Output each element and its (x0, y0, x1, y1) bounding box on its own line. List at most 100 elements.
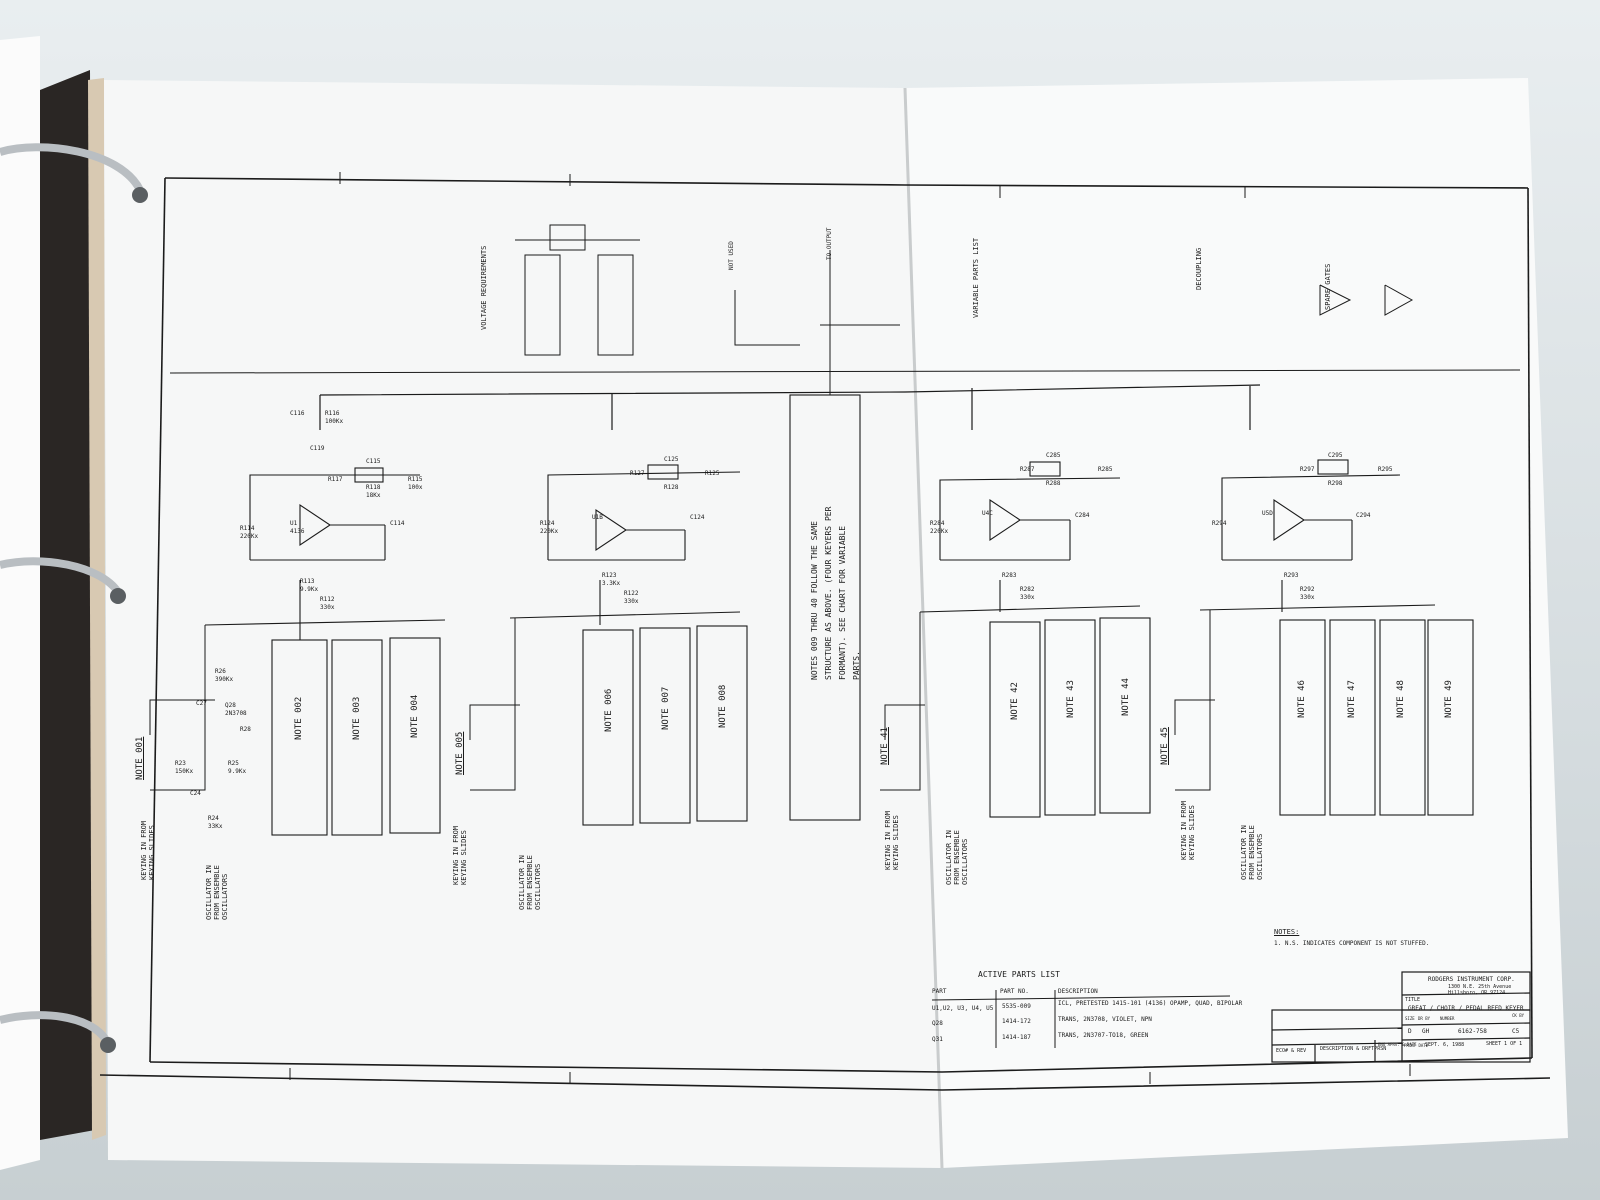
note-box-label: NOTE 43 (1066, 680, 1076, 718)
note-box-label: NOTE 003 (352, 696, 362, 740)
component-label: C24 (190, 790, 201, 797)
title-block-lines (1271, 971, 1531, 1063)
spare-gates-heading: SPARE GATES (1324, 263, 1332, 310)
title-block-date: SEPT. 6, 1988 (1425, 1042, 1465, 1048)
note-box-label: NOTE 46 (1297, 680, 1307, 718)
keyer-circuits (149, 610, 1215, 791)
component-label: C125 (664, 456, 679, 463)
active-parts-header: PART NO. (1000, 988, 1029, 995)
title-block-label: SIZE (1405, 1016, 1415, 1021)
component-label: 4136 (290, 528, 305, 535)
component-label: R122 (624, 590, 639, 597)
component-label: C285 (1046, 452, 1061, 459)
component-label: 330x (320, 604, 335, 611)
right-page (905, 78, 1568, 1168)
component-label: C124 (690, 514, 705, 521)
ring-middle (0, 557, 122, 595)
component-label: 18Kx (366, 492, 381, 499)
opamp-stage-3 (919, 461, 1141, 613)
component-label: R128 (664, 484, 679, 491)
component-label: 9.9Kx (300, 586, 319, 593)
active-parts-heading: ACTIVE PARTS LIST (978, 970, 1060, 979)
left-loose-page (0, 36, 40, 1170)
component-label: R24 (208, 815, 219, 822)
component-label: 3.3Kx (602, 580, 621, 587)
active-parts-cell: ICL, PRETESTED 1415-101 (4136) OPAMP, QU… (1058, 1000, 1243, 1007)
component-label: U1B (592, 514, 603, 521)
title-block-revision: C5 (1512, 1028, 1520, 1035)
note-box-label: NOTE 006 (604, 688, 614, 732)
note-box-label: NOTE 48 (1396, 680, 1406, 718)
component-label: 390Kx (215, 676, 234, 683)
component-label: 330x (1020, 594, 1035, 601)
component-label: 100x (408, 484, 423, 491)
drawing-title: GREAT / CHOIR / PEDAL REED KEYER (1408, 1005, 1524, 1012)
title-block-company: RODGERS INSTRUMENT CORP. (1428, 976, 1515, 983)
title-block-label: PRINT DATE (1404, 1043, 1429, 1048)
component-label: R287 (1020, 466, 1035, 473)
component-label: R127 (630, 470, 645, 477)
note-label: NOTE 001 (135, 736, 145, 780)
component-label: U5D (1262, 510, 1273, 517)
component-label: C116 (290, 410, 305, 417)
ring-hole-middle (110, 588, 126, 604)
component-label: R28 (240, 726, 251, 733)
ring-hole-top (132, 187, 148, 203)
component-label: R288 (1046, 480, 1061, 487)
component-label: R112 (320, 596, 335, 603)
component-label: R26 (215, 668, 226, 675)
binder-spine (40, 70, 95, 1140)
component-label: C294 (1356, 512, 1371, 519)
component-label: R282 (1020, 586, 1035, 593)
note-label: NOTE 005 (455, 731, 465, 775)
note-box-label: NOTE 004 (410, 694, 420, 738)
component-label: R284 (930, 520, 945, 527)
opamp-stage-1 (204, 467, 446, 640)
note-box-label: NOTE 47 (1347, 680, 1357, 718)
gutter-line (903, 87, 944, 1169)
note-box-label: NOTE 44 (1121, 678, 1131, 716)
active-parts-cell: TRANS, 2N3708, VIOLET, NPN (1058, 1016, 1152, 1023)
ring-top (0, 143, 144, 193)
component-label: R292 (1300, 586, 1315, 593)
title-block-label: ECO# & REV (1276, 1048, 1307, 1054)
border-ticks (289, 172, 1411, 1084)
component-label: R285 (1098, 466, 1113, 473)
component-label: 33Kx (208, 823, 223, 830)
note-box-outlines (271, 394, 1474, 836)
not-used-label: NOT USED (728, 241, 735, 270)
title-block-label: DESCRIPTION & DRFTPRSN (1320, 1046, 1387, 1052)
note-box-label: NOTE 008 (718, 684, 728, 728)
component-label: R295 (1378, 466, 1393, 473)
component-label: C115 (366, 458, 381, 465)
component-label: R283 (1002, 572, 1017, 579)
component-label: 150Kx (175, 768, 194, 775)
active-parts-header: DESCRIPTION (1058, 988, 1098, 995)
component-label: R115 (408, 476, 423, 483)
active-parts-cell: U1,U2, U3, U4, U5 (932, 1005, 994, 1012)
note-box-label: NOTE 002 (294, 696, 304, 740)
component-label: R23 (175, 760, 186, 767)
component-label: U4C (982, 510, 993, 517)
title-block-label: DR BY (1418, 1016, 1431, 1021)
title-block-prefix: TITLE (1405, 997, 1421, 1003)
component-label: R298 (1328, 480, 1343, 487)
component-label: R118 (366, 484, 381, 491)
component-label: R293 (1284, 572, 1299, 579)
schematic-bus (319, 384, 1261, 430)
component-label: C295 (1328, 452, 1343, 459)
component-label: 100Kx (325, 418, 344, 425)
notes-line: 1. N.S. INDICATES COMPONENT IS NOT STUFF… (1274, 940, 1430, 947)
component-label: U1 (290, 520, 298, 527)
note-label: NOTE 41 (880, 727, 890, 765)
active-parts-cell: Q31 (932, 1036, 943, 1043)
